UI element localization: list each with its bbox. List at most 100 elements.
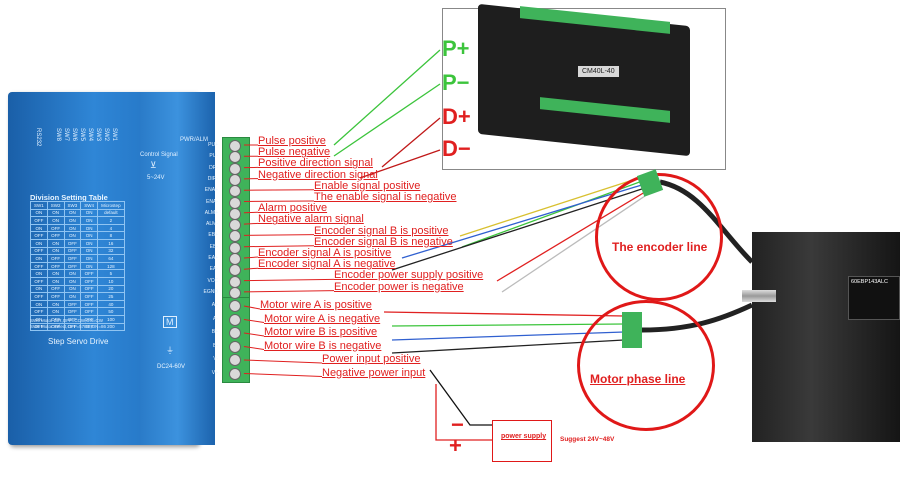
motor-signal-label: Power input positive: [322, 353, 421, 365]
pin-label: EB-: [209, 243, 218, 250]
pin-label: PU+: [208, 142, 218, 148]
pin-label: DR-: [209, 164, 218, 171]
signal-label: The enable signal is negative: [314, 191, 457, 203]
sw6-note: SW6 Motor Select,OFF=57HS,ON=86: [30, 324, 107, 329]
signal-pointer-line: [243, 222, 259, 225]
signal-label: Encoder signal B is negative: [314, 235, 453, 248]
dc-voltage-label: DC24-60V: [157, 364, 186, 370]
rs232-label: RS232: [35, 128, 41, 147]
pin-label: V+: [211, 369, 218, 376]
signal-label: Alarm positive: [258, 202, 328, 215]
terminal-screw: [229, 300, 241, 312]
signal-pointer-line: [243, 211, 259, 214]
signal-pointer-line: [243, 200, 315, 202]
pin-label: A+: [211, 302, 218, 308]
motor-nameplate: 60EBP143ALC: [848, 276, 900, 320]
motor-pointer-line: [243, 346, 265, 350]
sw-label: SW7: [63, 128, 69, 142]
motor-pointer-line: [243, 319, 265, 323]
p-plus-wire: [333, 49, 441, 146]
power-minus-wire: [429, 369, 492, 426]
pin-label: ENA+: [204, 187, 218, 194]
division-table-title: Division Setting Table: [30, 193, 108, 202]
pin-label: EA-: [209, 266, 218, 273]
pin-label: EB+: [208, 232, 218, 239]
d-plus-wire: [381, 117, 441, 168]
signal-label: Negative direction signal: [258, 168, 378, 181]
controller-model-label: CM40L-40: [578, 66, 619, 77]
pin-label: ENA-: [206, 198, 218, 205]
motor-signal-label: Motor wire B is positive: [264, 326, 378, 338]
pin-label: B+: [211, 329, 218, 335]
signal-label: Encoder signal B is positive: [314, 224, 449, 237]
table-cell: 200: [97, 322, 125, 332]
terminal-screw: [229, 286, 241, 299]
ps-plus-label: +: [449, 433, 462, 458]
motor-pointer-line: [243, 359, 323, 364]
signal-pointer-line: [243, 245, 315, 248]
encoder-wire-yellow: [459, 175, 646, 237]
optocoupler-icon: ⊻: [150, 160, 157, 170]
motor-signal-label: Motor wire B is negative: [264, 339, 382, 352]
driver-model-label: Step Servo Drive: [48, 337, 109, 346]
suggest-voltage-label: Suggest 24V~48V: [560, 436, 615, 443]
signal-label: Pulse positive: [258, 135, 326, 147]
ps-minus-label: −: [451, 412, 464, 437]
pin-label: VCC: [207, 277, 218, 284]
voltage-hint: 5~24V: [147, 175, 165, 181]
signal-label: Pulse negative: [258, 146, 331, 159]
pin-label: ALM+: [204, 209, 218, 216]
motor-pointer-line: [243, 305, 261, 310]
pin-label: ALM-: [206, 221, 218, 228]
d-plus-label: D+: [442, 104, 471, 129]
terminal-screw: [229, 354, 241, 366]
sw-label: SW4: [87, 128, 93, 142]
signal-pointer-line: [243, 234, 315, 236]
phase-wire-a-minus: [391, 323, 625, 327]
sw5-note: SW5 Motor DIR,OFF=CCW,ON=CW: [30, 318, 104, 323]
pin-label: A-: [213, 315, 218, 322]
motor-pointer-line: [243, 332, 265, 337]
pin-label: V-: [213, 356, 218, 362]
terminal-screw: [229, 313, 241, 326]
sw-label: SW8: [55, 128, 61, 142]
driver-side-panel: [140, 92, 215, 445]
pin-label: EGND: [203, 288, 218, 295]
servo-motor-body: [752, 232, 900, 442]
table-cell: OFF: [80, 322, 99, 332]
encoder-wire-blue: [401, 183, 646, 259]
p-minus-wire: [333, 83, 441, 157]
sw-label: SW2: [103, 128, 109, 142]
signal-pointer-line: [243, 278, 335, 282]
encoder-wire-black: [391, 187, 646, 271]
control-signal-label: Control Signal: [140, 152, 178, 158]
phase-line-circle: [577, 300, 715, 431]
motor-pointer-line: [243, 373, 323, 377]
p-minus-label: P−: [442, 70, 470, 95]
terminal-screw: [229, 367, 241, 380]
sw-label: SW6: [71, 128, 77, 142]
d-minus-wire: [359, 149, 441, 179]
pin-label: B-: [213, 342, 218, 349]
signal-label: Enable signal positive: [314, 179, 421, 192]
phase-wire-a-plus: [383, 311, 625, 317]
terminal-screw: [229, 327, 241, 339]
power-supply-label: power supply: [501, 433, 547, 440]
p-plus-label: P+: [442, 36, 470, 61]
ground-symbol-icon: ⏚: [166, 346, 174, 355]
encoder-line-circle: [595, 173, 723, 301]
d-minus-label: D−: [442, 136, 471, 161]
sw-label: SW3: [95, 128, 101, 142]
signal-pointer-line: [243, 290, 335, 293]
motor-model-label: 60EBP143ALC: [851, 279, 888, 285]
signal-label: Encoder power is negative: [334, 280, 464, 293]
signal-label: Negative alarm signal: [258, 213, 364, 226]
power-supply-box: power supply: [492, 420, 552, 462]
pwr-alm-label: PWR/ALM: [180, 137, 209, 143]
pin-label: EA+: [208, 255, 218, 261]
